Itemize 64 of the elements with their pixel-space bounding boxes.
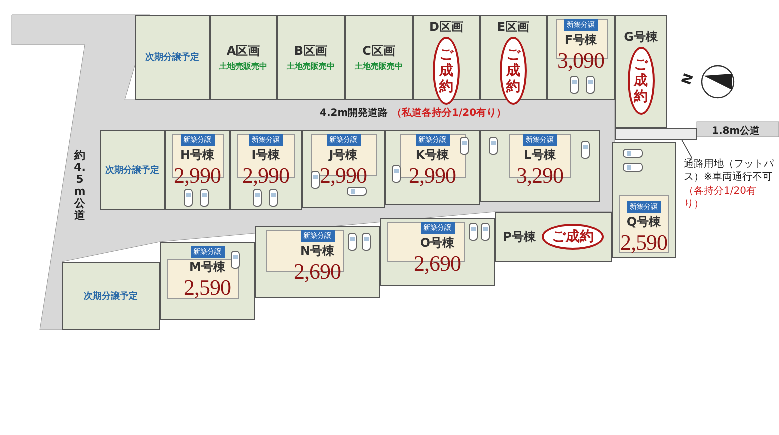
road-label: 1.8m公道	[712, 124, 760, 138]
land-lot	[160, 242, 255, 320]
contract-stamp: ご成約	[433, 37, 460, 105]
contract-stamp: ご成約	[500, 37, 527, 105]
contract-stamp: ご成約	[542, 224, 604, 250]
land-lot	[230, 130, 302, 210]
lot-name: G号棟	[624, 28, 658, 46]
leader-line	[682, 140, 692, 158]
price-text: 2,990	[174, 165, 221, 187]
lot-name: C区画	[362, 43, 396, 60]
road-label: 約4.5m公道	[74, 150, 86, 222]
footpath-note: 通路用地（フットパス）※車両通行不可	[684, 158, 776, 184]
lot-name: D区画	[430, 19, 464, 36]
road-note: （私道各持分1/20有り）	[392, 106, 507, 120]
price-text: 2,990	[320, 165, 367, 187]
footpath-strip	[615, 128, 697, 140]
land-lot	[210, 15, 277, 100]
lot-status-text: 次期分譲予定	[106, 164, 160, 176]
land-lot	[302, 130, 385, 208]
price-text: 2,590	[620, 232, 668, 254]
contract-stamp: ご成約	[628, 46, 654, 114]
land-lot	[100, 130, 165, 210]
lot-name: E区画	[497, 19, 530, 36]
sale-status-text: 土地売販売中	[287, 61, 335, 72]
land-lot	[612, 142, 676, 258]
land-lot	[380, 218, 495, 286]
lot-name: I号棟	[252, 147, 280, 164]
price-text: 2,990	[242, 165, 290, 187]
lot-name: K号棟	[416, 147, 450, 164]
price-text: 3,090	[558, 50, 604, 72]
land-lot	[495, 212, 612, 262]
price-text: 2,690	[414, 253, 461, 275]
lot-name: M号棟	[190, 259, 226, 276]
land-lot	[547, 15, 615, 100]
lot-status-text: 次期分譲予定	[84, 290, 138, 302]
price-text: 2,990	[409, 165, 456, 187]
lot-name: Q号棟	[626, 214, 662, 231]
lot-name: J号棟	[329, 147, 358, 164]
land-lot	[135, 15, 210, 100]
sale-status-text: 土地売販売中	[355, 61, 403, 72]
lot-name: P号棟	[503, 228, 536, 246]
lot-name: B区画	[294, 43, 328, 60]
lot-status-text: 次期分譲予定	[146, 51, 200, 64]
lot-name: A区画	[226, 43, 260, 60]
land-lot	[62, 262, 160, 330]
price-text: 2,690	[294, 261, 341, 283]
sale-status-text: 土地売販売中	[220, 61, 268, 72]
lot-name: O号棟	[420, 235, 455, 252]
land-lot	[255, 226, 380, 298]
road-label: 4.2m開発道路	[320, 106, 388, 120]
land-lot	[345, 15, 413, 100]
lot-name: N号棟	[300, 243, 335, 260]
land-lot	[277, 15, 345, 100]
price-text: 3,290	[516, 165, 564, 187]
land-lot	[615, 15, 667, 128]
lot-name: H号棟	[180, 147, 215, 164]
land-lot	[480, 130, 600, 202]
price-text: 2,590	[184, 277, 231, 299]
land-lot	[165, 130, 230, 210]
lot-name: F号棟	[564, 32, 598, 49]
north-label: N	[680, 72, 698, 88]
share-note: （各持分1/20有り）	[684, 185, 758, 211]
lot-name: L号棟	[524, 147, 556, 164]
land-lot	[385, 130, 480, 205]
